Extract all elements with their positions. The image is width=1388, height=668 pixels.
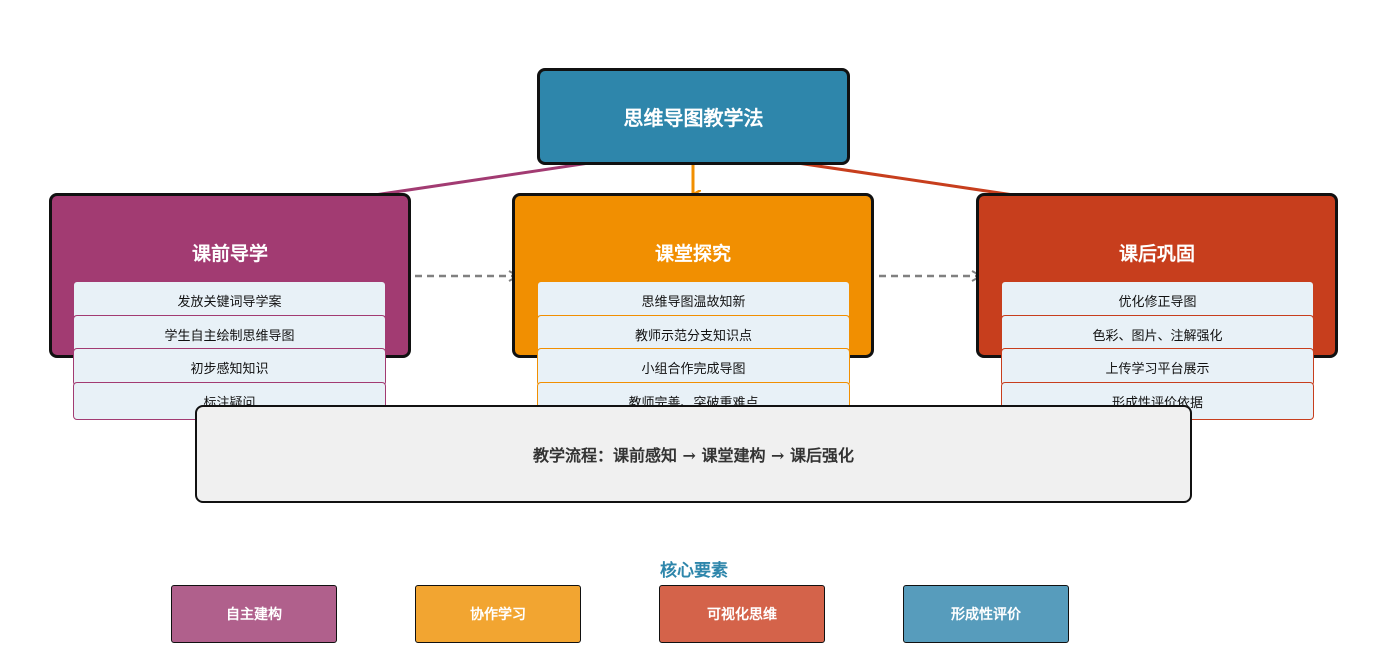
core-element: 协作学习 [415,585,581,643]
phase-title: 课堂探究 [654,243,731,265]
flow-summary-box: 教学流程：课前感知 → 课堂建构 → 课后强化 [195,405,1192,503]
core-element-label: 协作学习 [470,607,526,623]
core-element: 自主建构 [171,585,337,643]
list-item: 学生自主绘制思维导图 [73,315,386,353]
root-title: 思维导图教学法 [623,106,764,130]
list-item: 上传学习平台展示 [1001,348,1314,386]
list-item: 发放关键词导学案 [73,281,386,319]
phase-title: 课前导学 [191,243,268,265]
list-item: 优化修正导图 [1001,281,1314,319]
root-node: 思维导图教学法 [537,68,850,165]
core-element: 形成性评价 [903,585,1069,643]
flow-summary-text: 教学流程：课前感知 → 课堂建构 → 课后强化 [532,446,855,465]
core-element-label: 可视化思维 [707,607,777,623]
core-element-label: 自主建构 [226,607,282,623]
core-element-label: 形成性评价 [951,607,1021,623]
phase-title: 课后巩固 [1118,243,1195,265]
list-item: 初步感知知识 [73,348,386,386]
core-elements-title: 核心要素 [660,561,728,581]
list-item: 教师示范分支知识点 [537,315,850,353]
core-element: 可视化思维 [659,585,825,643]
list-item: 小组合作完成导图 [537,348,850,386]
list-item: 思维导图温故知新 [537,281,850,319]
